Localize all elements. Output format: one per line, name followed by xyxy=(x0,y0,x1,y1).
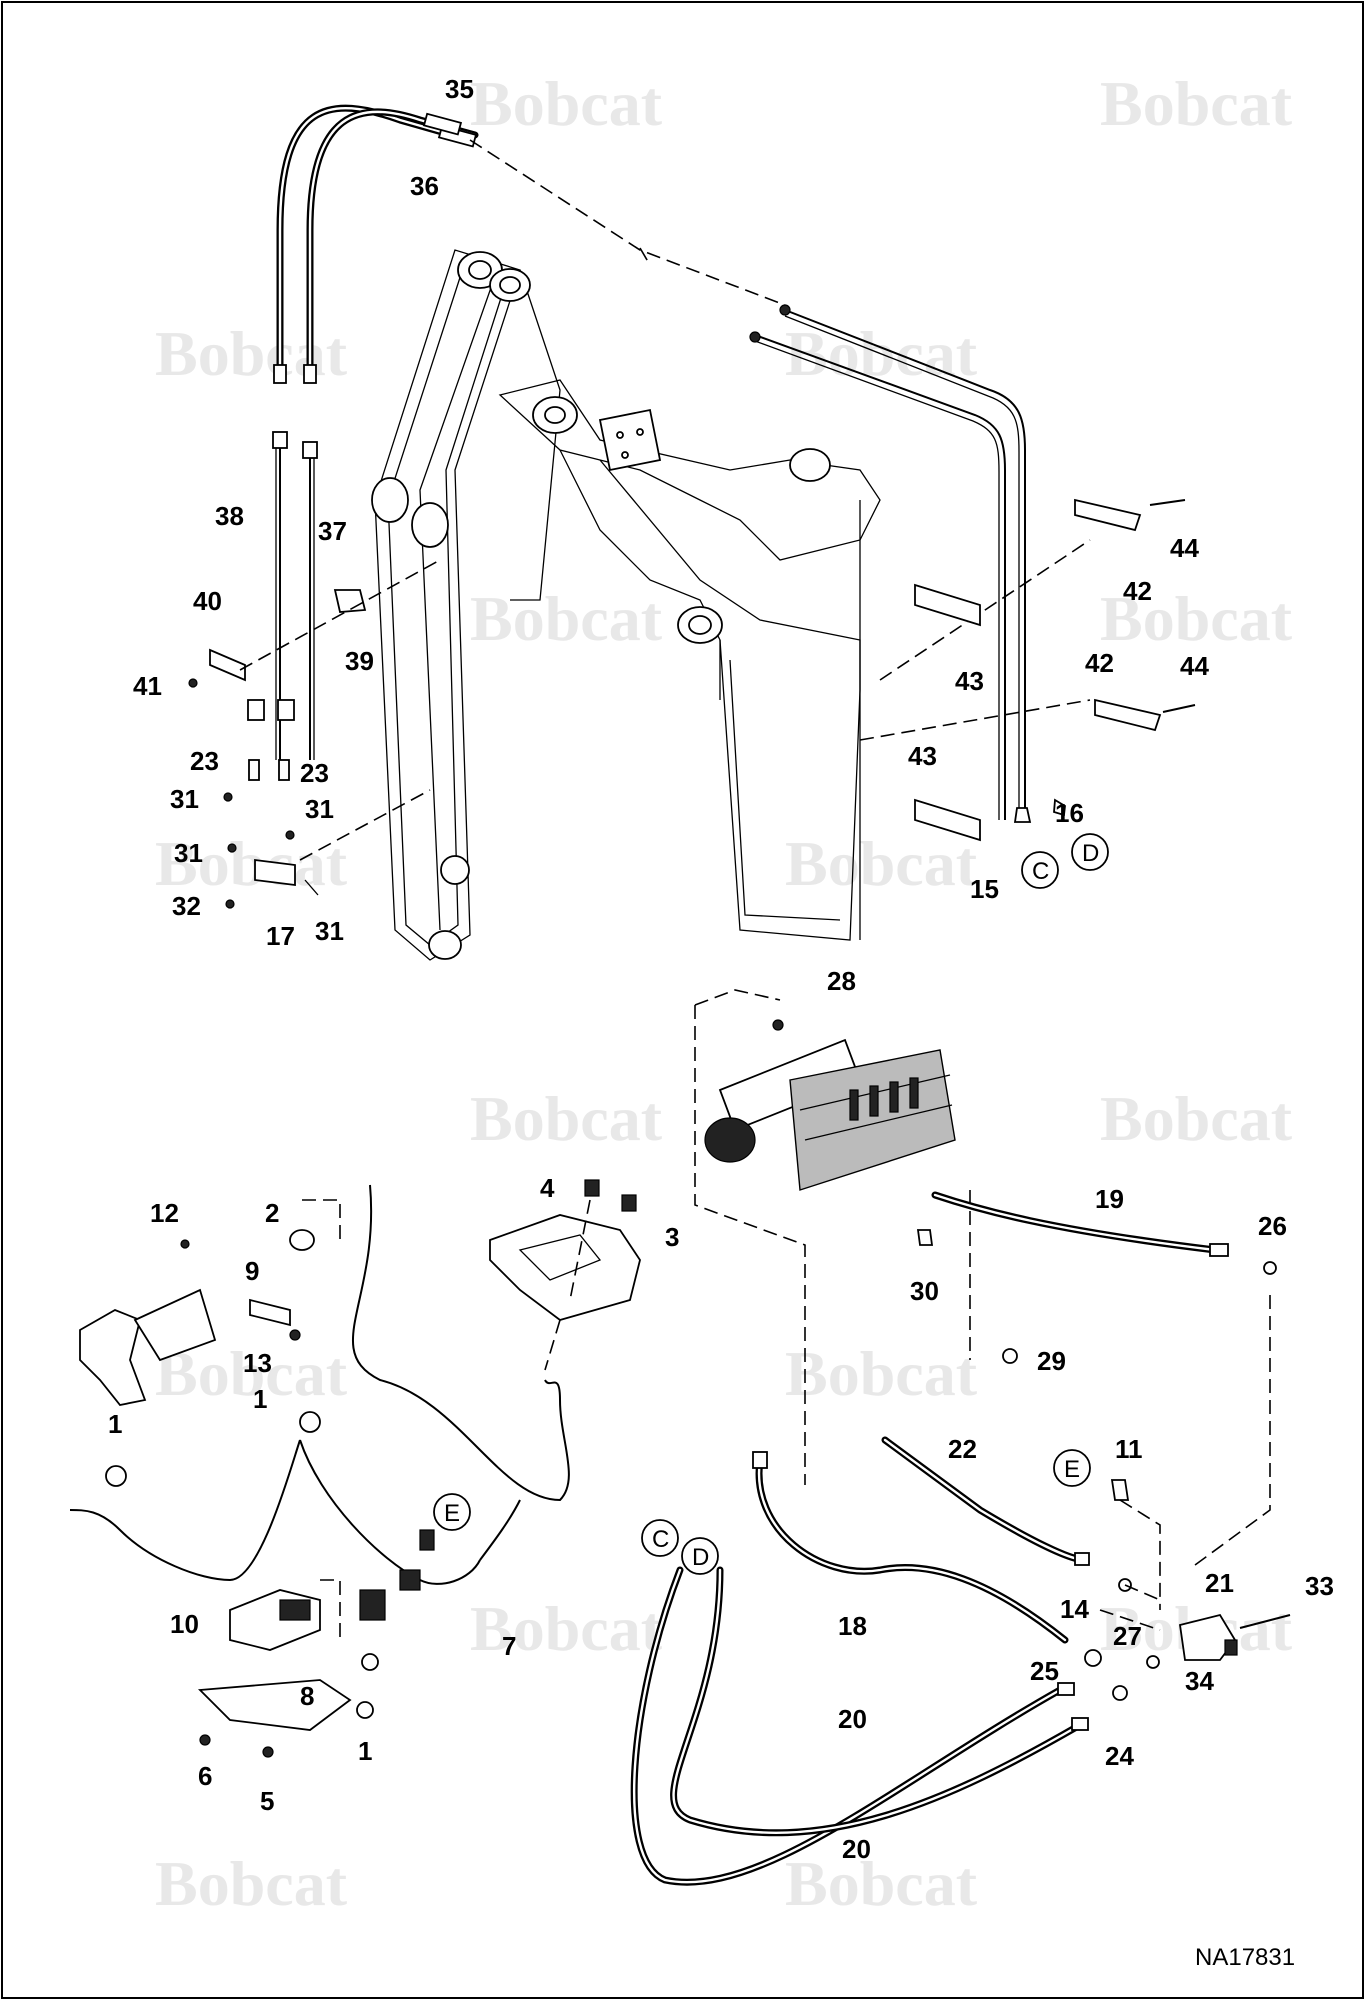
callout-24: 24 xyxy=(1105,1741,1134,1771)
callout-34: 34 xyxy=(1185,1666,1214,1696)
callout-1c: 1 xyxy=(358,1736,372,1766)
callout-43a: 43 xyxy=(955,666,984,696)
callout-1b: 1 xyxy=(108,1409,122,1439)
callout-11: 11 xyxy=(1115,1434,1143,1464)
callout-31a: 31 xyxy=(170,784,199,814)
callout-27: 27 xyxy=(1113,1621,1142,1651)
callout-15: 15 xyxy=(970,874,999,904)
callout-labels: 35 36 38 37 40 41 39 23 23 31 31 31 32 1… xyxy=(108,74,1334,1864)
watermark-text: Bobcat xyxy=(1100,1083,1293,1154)
callout-19: 19 xyxy=(1095,1184,1124,1214)
callout-41: 41 xyxy=(133,671,162,701)
callout-5: 5 xyxy=(260,1786,274,1816)
callout-28: 28 xyxy=(827,966,856,996)
callout-17: 17 xyxy=(266,921,295,951)
callout-42b: 42 xyxy=(1085,648,1114,678)
callout-9: 9 xyxy=(245,1256,259,1286)
callout-31b: 31 xyxy=(305,794,334,824)
callout-33: 33 xyxy=(1305,1571,1334,1601)
callout-25: 25 xyxy=(1030,1656,1059,1686)
callout-37: 37 xyxy=(318,516,347,546)
callout-40: 40 xyxy=(193,586,222,616)
callout-22: 22 xyxy=(948,1434,977,1464)
callout-4: 4 xyxy=(540,1173,555,1203)
watermark-text: Bobcat xyxy=(470,1083,663,1154)
callout-35: 35 xyxy=(445,74,474,104)
callout-36: 36 xyxy=(410,171,439,201)
watermark-text: Bobcat xyxy=(1100,68,1293,139)
connector-e-bottom: E xyxy=(444,1500,460,1527)
callout-42a: 42 xyxy=(1123,576,1152,606)
watermark-text: Bobcat xyxy=(470,583,663,654)
watermark-text: Bobcat xyxy=(470,68,663,139)
boom-arm-assembly xyxy=(371,249,881,961)
callout-20a: 20 xyxy=(838,1704,867,1734)
callout-10: 10 xyxy=(170,1609,199,1639)
callout-2: 2 xyxy=(265,1198,279,1228)
watermark-text: Bobcat xyxy=(155,1848,348,1919)
callout-23a: 23 xyxy=(190,746,219,776)
callout-23b: 23 xyxy=(300,758,329,788)
callout-21: 21 xyxy=(1205,1568,1234,1598)
connector-c-bottom: C xyxy=(652,1526,669,1553)
callout-44b: 44 xyxy=(1180,651,1209,681)
connector-e-right: E xyxy=(1064,1456,1080,1483)
callout-16: 16 xyxy=(1055,798,1084,828)
callout-29: 29 xyxy=(1037,1346,1066,1376)
watermark-text: Bobcat xyxy=(470,1593,663,1664)
boom-side-tubes xyxy=(749,304,1196,889)
connector-d-bottom: D xyxy=(692,1544,709,1571)
connector-d-top: D xyxy=(1082,840,1099,867)
callout-32: 32 xyxy=(172,891,201,921)
callout-6: 6 xyxy=(198,1761,212,1791)
watermark-text: Bobcat xyxy=(785,1848,978,1919)
callout-13: 13 xyxy=(243,1348,272,1378)
drawing-code: NA17831 xyxy=(1195,1944,1295,1971)
control-harness-assembly xyxy=(69,1179,641,1758)
callout-26: 26 xyxy=(1258,1211,1287,1241)
callout-3: 3 xyxy=(665,1222,679,1252)
callout-43b: 43 xyxy=(908,741,937,771)
watermark-text: Bobcat xyxy=(785,1338,978,1409)
connector-c-top: C xyxy=(1032,858,1049,885)
watermark-text: Bobcat xyxy=(155,318,348,389)
watermark-text: Bobcat xyxy=(155,828,348,899)
connector-labels: C D C D E E xyxy=(444,840,1099,1571)
callout-12: 12 xyxy=(150,1198,179,1228)
callout-38: 38 xyxy=(215,501,244,531)
callout-8: 8 xyxy=(300,1681,314,1711)
callout-14: 14 xyxy=(1060,1594,1089,1624)
watermark-text: Bobcat xyxy=(785,828,978,899)
callout-31d: 31 xyxy=(315,916,344,946)
callout-18: 18 xyxy=(838,1611,867,1641)
boom-top-hoses xyxy=(188,104,1091,909)
callout-31c: 31 xyxy=(174,838,203,868)
callout-7: 7 xyxy=(502,1631,516,1661)
callout-30: 30 xyxy=(910,1276,939,1306)
control-valve-assembly xyxy=(630,989,1291,1886)
callout-44a: 44 xyxy=(1170,533,1199,563)
callout-39: 39 xyxy=(345,646,374,676)
callout-20b: 20 xyxy=(842,1834,871,1864)
callout-1a: 1 xyxy=(253,1384,267,1414)
watermark-text: Bobcat xyxy=(1100,583,1293,654)
